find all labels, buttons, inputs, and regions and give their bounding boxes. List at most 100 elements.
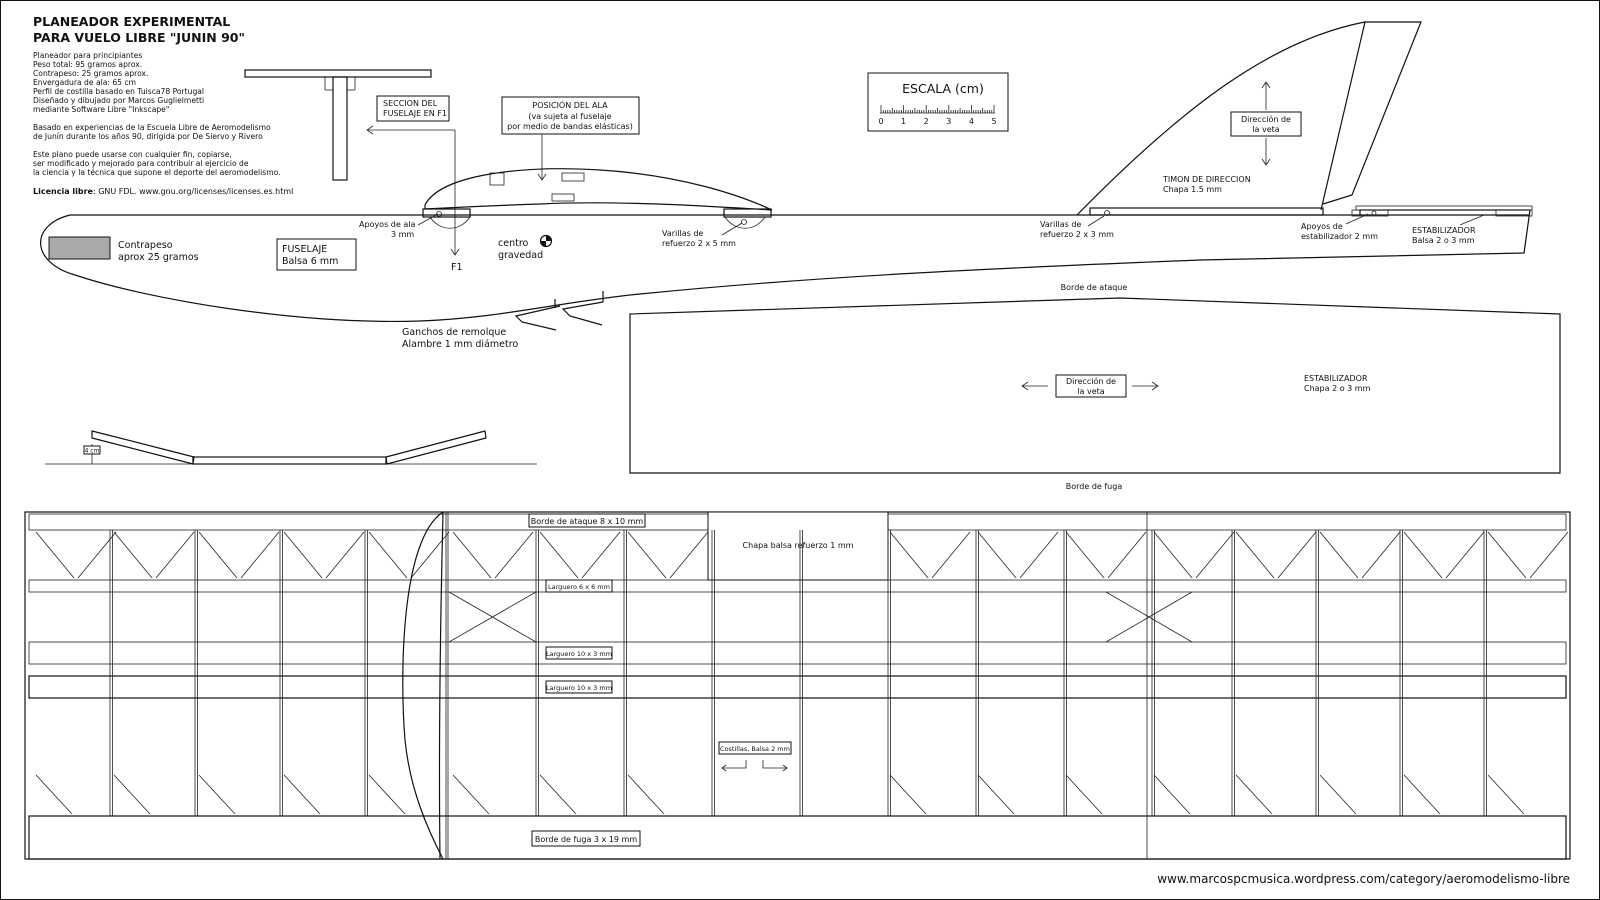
scale-title: ESCALA (cm) [902, 81, 984, 96]
info-line: mediante Software Libre "Inkscape" [33, 105, 169, 114]
wing-brace [368, 531, 408, 579]
wing-profile-side [422, 168, 773, 229]
wing-brace [240, 531, 280, 579]
contrapeso-line1: Contrapeso [118, 240, 173, 251]
wing-position-callout: POSICIÓN DEL ALA (va sujeta al fuselaje … [501, 96, 640, 181]
wing-brace [1235, 531, 1275, 579]
estab-veta-line1: Dirección de [1066, 376, 1116, 386]
estab-title-line2: Chapa 2 o 3 mm [1304, 384, 1371, 393]
wing-brace [1529, 531, 1569, 579]
wing-brace [325, 531, 365, 579]
dihedral-front-view: 4 cm [45, 430, 537, 465]
license-text: : GNU FDL. www.gnu.org/licenses/licenses… [93, 187, 293, 196]
fuselage-section-drawing [244, 69, 432, 181]
posicion-line3: por medio de bandas elásticas) [507, 122, 633, 131]
f1-label: F1 [451, 262, 463, 273]
apoyos-est-line1: Apoyos de [1301, 222, 1343, 231]
wing-brace [931, 531, 971, 579]
fuselaje-callout: FUSELAJE Balsa 6 mm [276, 238, 357, 271]
fuselaje-line1: FUSELAJE [282, 244, 327, 255]
info-line: Envergadura de ala: 65 cm [33, 78, 136, 87]
ganchos-line2: Alambre 1 mm diámetro [402, 339, 518, 350]
varillas2-line2: refuerzo 2 x 3 mm [1040, 230, 1114, 239]
borde-ataque-label: Borde de ataque 8 x 10 mm [531, 517, 644, 526]
info-line: de Junín durante los años 90, dirigida p… [33, 132, 263, 141]
wing-brace [977, 531, 1017, 579]
rudder-grain-direction: Dirección de la veta [1230, 81, 1302, 166]
info-line: Contrapeso: 25 gramos aprox. [33, 69, 148, 78]
wing-brace [627, 531, 667, 579]
wing-brace [1153, 774, 1191, 815]
plan-title-line1: PLANEADOR EXPERIMENTAL [33, 14, 230, 29]
scale-label: 1 [901, 117, 906, 126]
estab-veta-line2: la veta [1077, 387, 1104, 396]
counterweight-block [48, 236, 111, 260]
wing-brace [1065, 774, 1103, 815]
info-line: Perfil de costilla basado en Tuisca78 Po… [33, 87, 204, 96]
wing-plan [24, 511, 1571, 860]
wing-brace [669, 531, 709, 579]
wing-labels: Borde de ataque 8 x 10 mm Chapa balsa re… [528, 513, 854, 847]
wing-brace [283, 774, 321, 815]
wing-brace [1403, 531, 1443, 579]
ganchos-line1: Ganchos de remolque [402, 327, 506, 338]
scale-label: 5 [991, 117, 996, 126]
wing-brace [1319, 531, 1359, 579]
stabilizer-plan: Borde de ataque Borde de fuga Dirección … [629, 283, 1561, 491]
apoyos-ala-line2: 3 mm [391, 230, 414, 239]
centro-line2: gravedad [498, 250, 543, 261]
wing-brace [452, 774, 490, 815]
wing-brace [889, 774, 927, 815]
wing-cross-brace [448, 591, 537, 643]
apoyos-ala-line1: Apoyos de ala [359, 220, 415, 229]
wing-brace [539, 774, 577, 815]
wing-brace [35, 774, 73, 815]
wing-brace [977, 774, 1015, 815]
wing-braces [35, 531, 1569, 815]
wing-brace [1153, 531, 1193, 579]
estab-title-line1: ESTABILIZADOR [1304, 374, 1368, 383]
license-line: Licencia libre: GNU FDL. www.gnu.org/lic… [33, 187, 293, 196]
wing-brace [889, 531, 929, 579]
wing-brace [1361, 531, 1401, 579]
info-line: la ciencia y la técnica que supone el de… [33, 168, 281, 177]
varillas2-line1: Varillas de [1040, 220, 1081, 229]
larguero2-label: Larguero 10 x 3 mm [546, 650, 612, 658]
fuselaje-line2: Balsa 6 mm [282, 256, 338, 267]
scale-label: 4 [969, 117, 974, 126]
scale-label: 3 [946, 117, 951, 126]
section-f1-callout: SECCION DEL FUSELAJE EN F1 F1 [366, 95, 463, 273]
info-line: Este plano puede usarse con cualquier fi… [33, 150, 232, 159]
license-label: Licencia libre [33, 187, 94, 196]
wing-brace [1107, 531, 1147, 579]
wing-brace [494, 531, 534, 579]
wing-brace [539, 531, 579, 579]
posicion-line1: POSICIÓN DEL ALA [532, 99, 608, 110]
borde-fuga-label: Borde de fuga 3 x 19 mm [535, 835, 637, 844]
seccion-line1: SECCION DEL [383, 99, 438, 108]
wing-brace [283, 531, 323, 579]
timon-line1: TIMON DE DIRECCION [1162, 175, 1251, 184]
info-line: Planeador para principiantes [33, 51, 142, 60]
dihedral-label: 4 cm [85, 448, 100, 455]
wing-brace [368, 774, 406, 815]
wing-ribs [109, 530, 1487, 816]
info-line: Diseñado y dibujado por Marcos Guglielme… [33, 96, 204, 105]
wing-brace [1319, 774, 1357, 815]
wing-brace [1195, 531, 1235, 579]
wing-brace [627, 774, 665, 815]
centro-line1: centro [498, 238, 529, 249]
wing-brace [452, 531, 492, 579]
wing-brace [35, 531, 75, 579]
wing-brace [155, 531, 195, 579]
veta-top-line1: Dirección de [1241, 114, 1291, 124]
tow-hooks [514, 291, 604, 331]
posicion-line2: (va sujeta al fuselaje [528, 112, 611, 121]
estab-side-line2: Balsa 2 o 3 mm [1412, 236, 1475, 245]
footer-url: www.marcospcmusica.wordpress.com/categor… [1157, 872, 1570, 886]
wing-brace [1445, 531, 1485, 579]
stabilizer-side [1351, 205, 1533, 217]
scale-label: 2 [924, 117, 929, 126]
